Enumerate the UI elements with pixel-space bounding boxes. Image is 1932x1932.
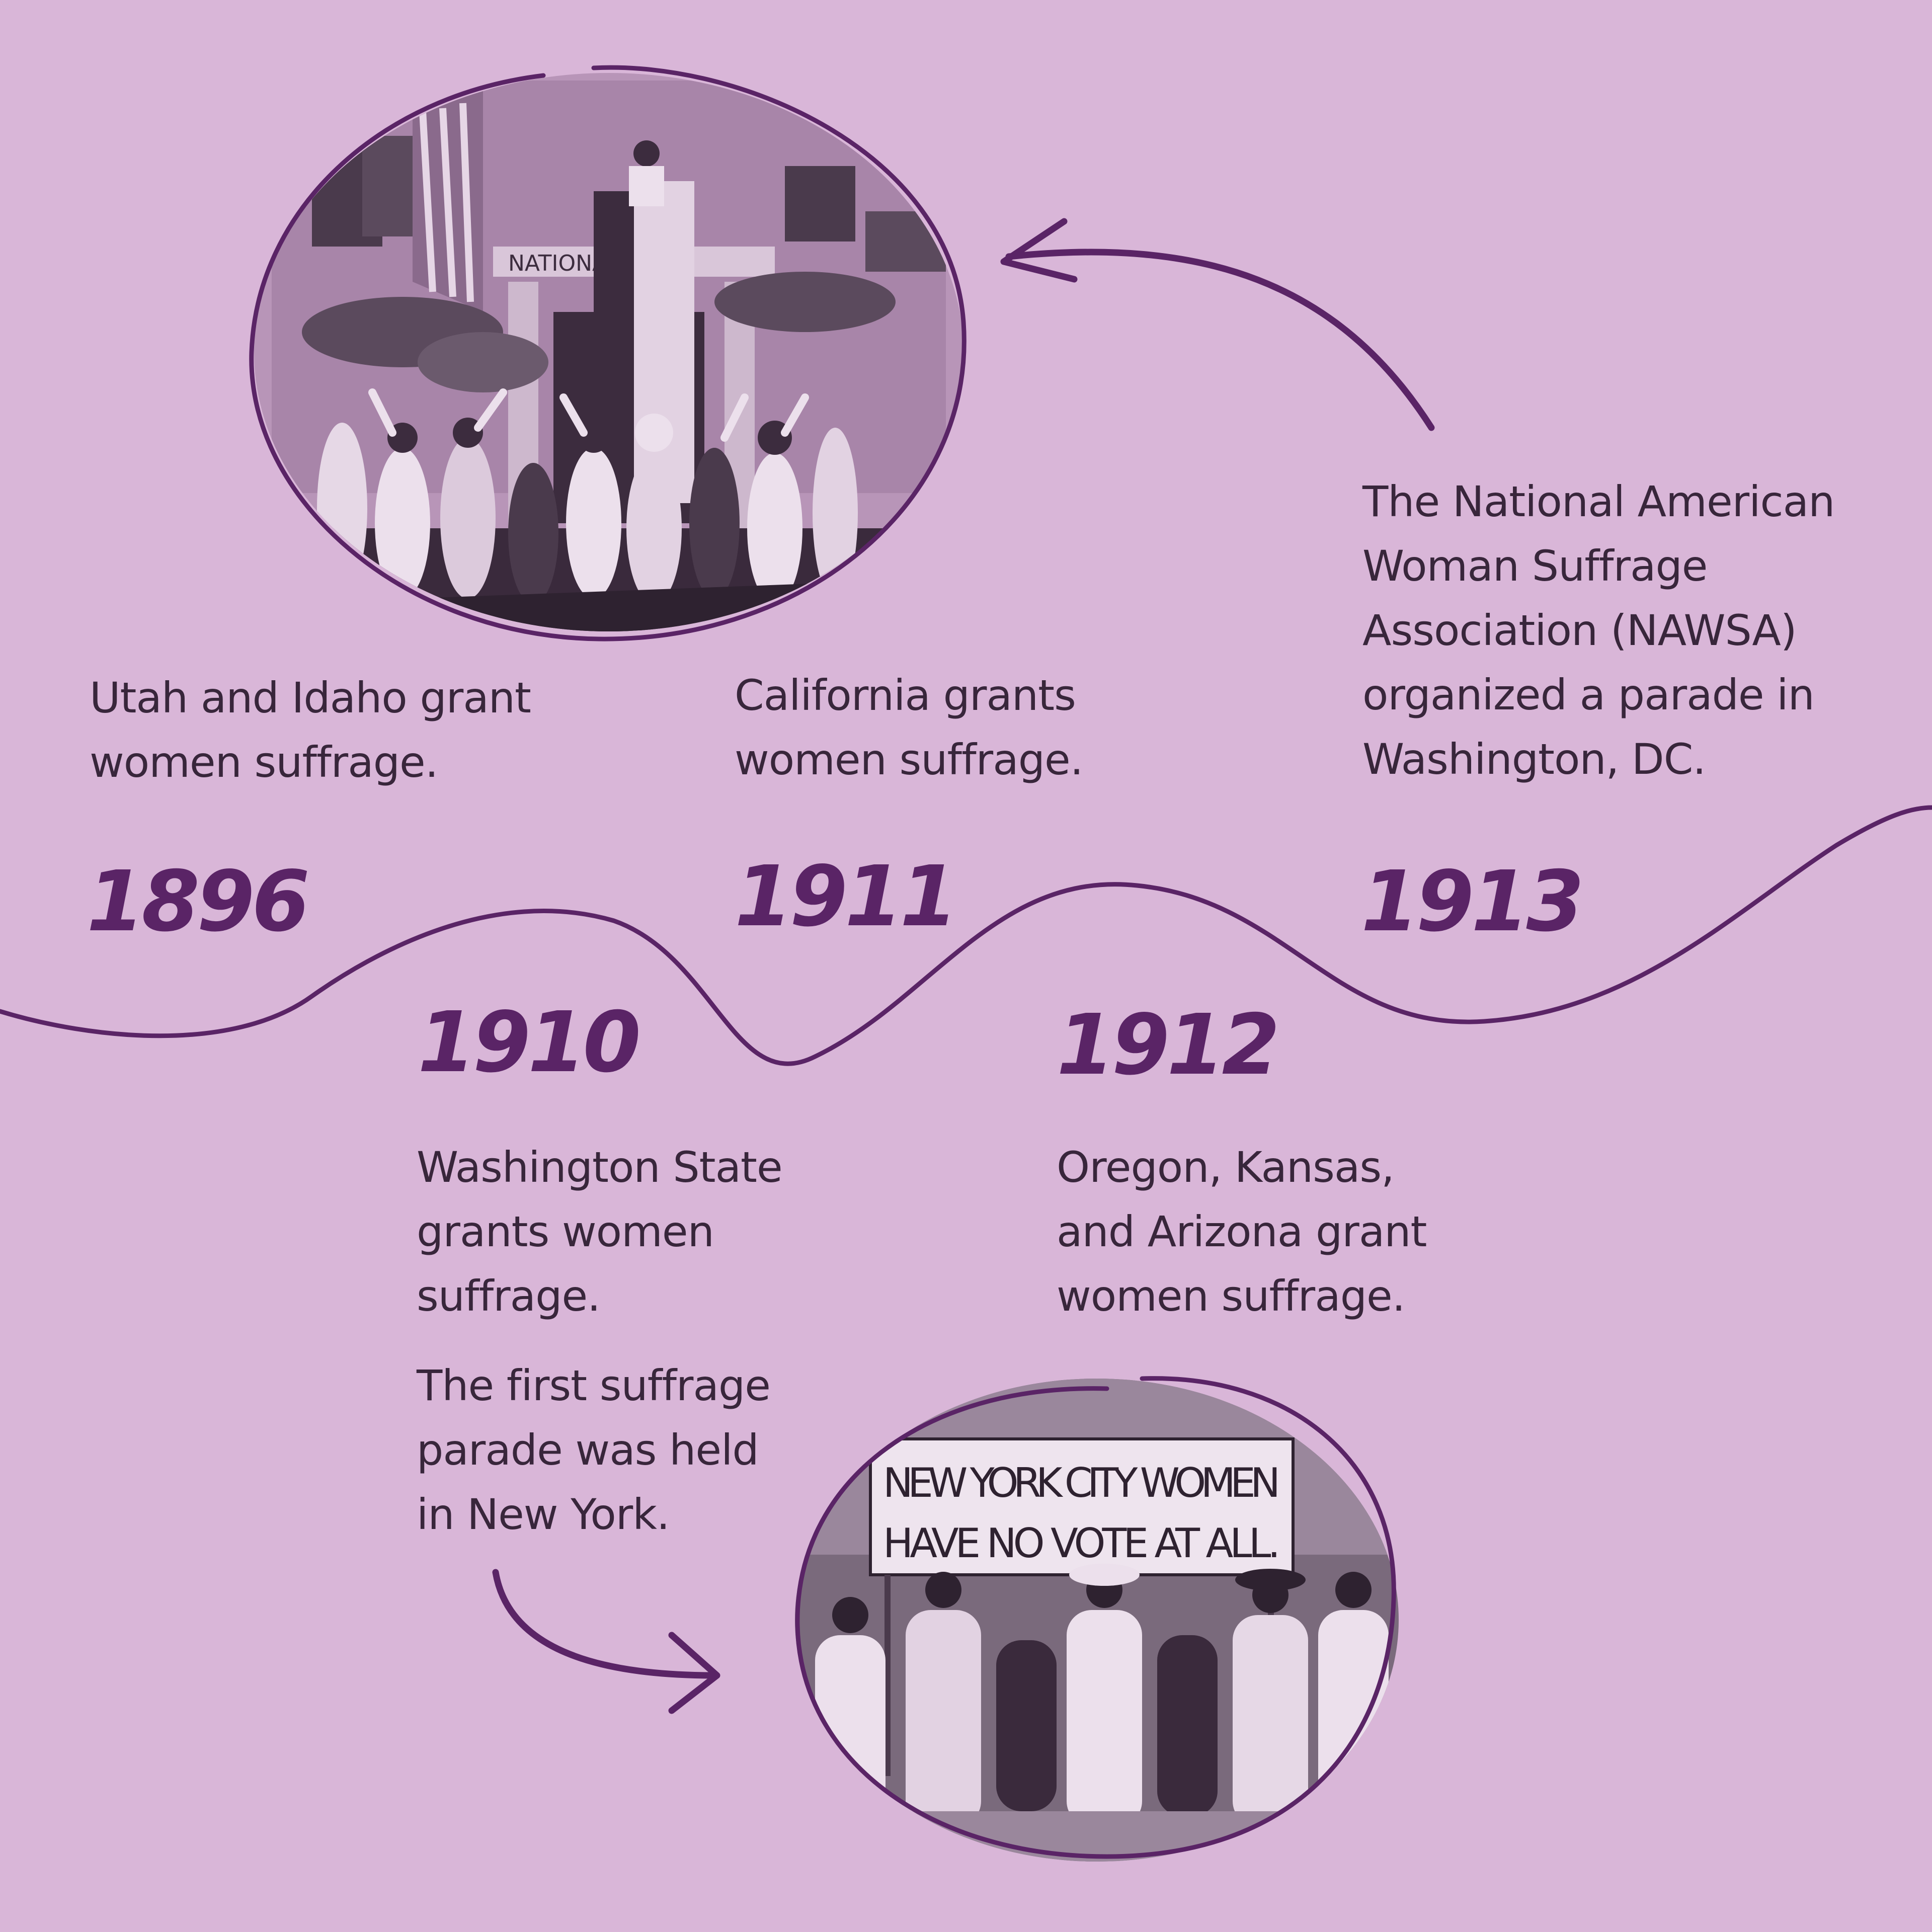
event-1910-description: Washington State grants women suffrage. [417, 1143, 783, 1321]
banner-line-1: NEW YORK CITY WOMEN [883, 1460, 1280, 1506]
event-1896-description: Utah and Idaho grant women suffrage. [90, 673, 531, 787]
year-1896: 1896 [87, 853, 310, 950]
arrow-to-top-photo [1000, 218, 1435, 431]
event-1910-parade-description: The first suffrage parade was held in Ne… [417, 1361, 771, 1539]
arrow-to-bottom-photo [492, 1569, 720, 1714]
year-1913: 1913 [1361, 853, 1584, 950]
year-1912: 1912 [1057, 997, 1280, 1094]
event-1913-description: The National American Woman Suffrage Ass… [1362, 477, 1835, 784]
event-1912-description: Oregon, Kansas, and Arizona grant women … [1057, 1143, 1427, 1321]
bottom-photo: NEW YORK CITY WOMEN HAVE NO VOTE AT ALL. [795, 1376, 1399, 1862]
year-1910: 1910 [418, 994, 641, 1091]
banner-line-2: HAVE NO VOTE AT ALL. [883, 1520, 1280, 1567]
top-photo: NATIONAL [249, 65, 967, 641]
timeline-wave [0, 805, 1932, 1066]
year-1911: 1911 [735, 848, 958, 945]
bottom-photo-frame [795, 1376, 1396, 1859]
top-photo-frame [249, 65, 967, 641]
event-1911-description: California grants women suffrage. [735, 671, 1083, 784]
